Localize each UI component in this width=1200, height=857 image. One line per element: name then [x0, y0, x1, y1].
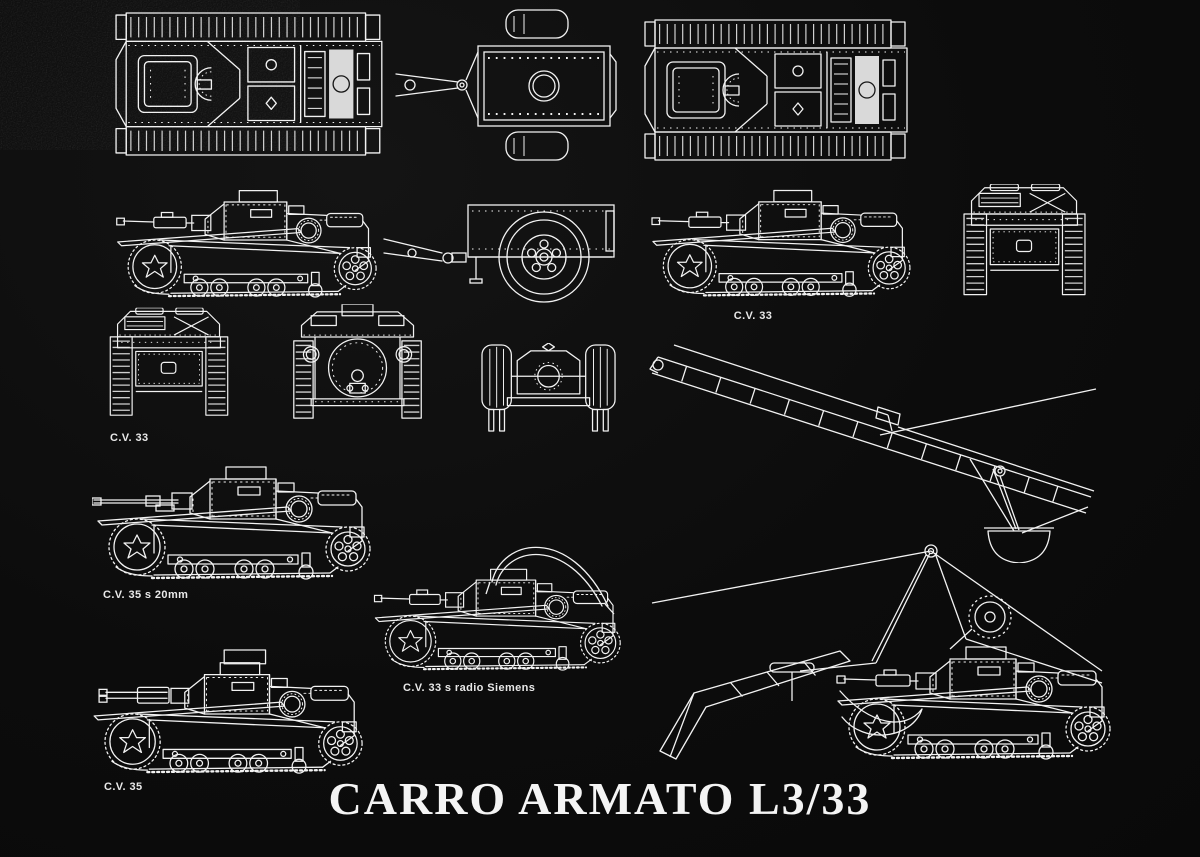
side-view-tank-with-trailer-drawing — [116, 189, 615, 303]
fig-side-view-cv33-radio — [370, 530, 650, 682]
bridge-section-drawing — [649, 344, 1097, 563]
caption-cv35-20mm: C.V. 35 s 20mm — [103, 589, 189, 601]
fig-bridge-section — [648, 335, 1098, 563]
fig-side-view-tank-with-trailer — [112, 183, 620, 305]
side-view-cv33-radio-drawing — [373, 546, 622, 672]
fig-rear-view-cv33 — [103, 303, 235, 429]
bridgelayer-drawing — [651, 544, 1112, 761]
side-view-cv35-20mm-drawing — [92, 465, 372, 581]
fig-top-view-tank-with-trailer — [110, 6, 620, 164]
front-view-tank-drawing — [288, 303, 428, 429]
side-view-cv35-drawing — [92, 649, 364, 775]
top-view-tank-with-trailer-drawing — [110, 6, 617, 161]
fig-bridgelayer — [650, 543, 1137, 768]
fig-top-view-tank — [640, 16, 922, 164]
fig-side-view-cv35-20mm — [92, 455, 392, 585]
caption-cv35: C.V. 35 — [104, 781, 143, 793]
rear-view-cv33-drawing — [103, 303, 235, 429]
side-view-cv33-drawing — [651, 189, 912, 298]
caption-cv33-front: C.V. 33 — [110, 432, 149, 444]
fig-side-view-cv35 — [88, 648, 384, 779]
fig-front-view-tank — [288, 303, 428, 429]
fig-rear-view-tank — [952, 184, 1097, 304]
poster-title: CARRO ARMATO L3/33 — [328, 773, 872, 824]
top-view-tank-drawing — [640, 16, 922, 164]
fig-trailer-rear-view — [478, 343, 620, 433]
rear-view-tank-drawing — [952, 184, 1097, 304]
trailer-rear-view-drawing — [481, 343, 616, 432]
caption-cv33-side: C.V. 33 — [733, 310, 773, 322]
fig-side-view-cv33 — [645, 183, 933, 307]
caption-cv33-radio: C.V. 33 s radio Siemens — [403, 682, 536, 694]
